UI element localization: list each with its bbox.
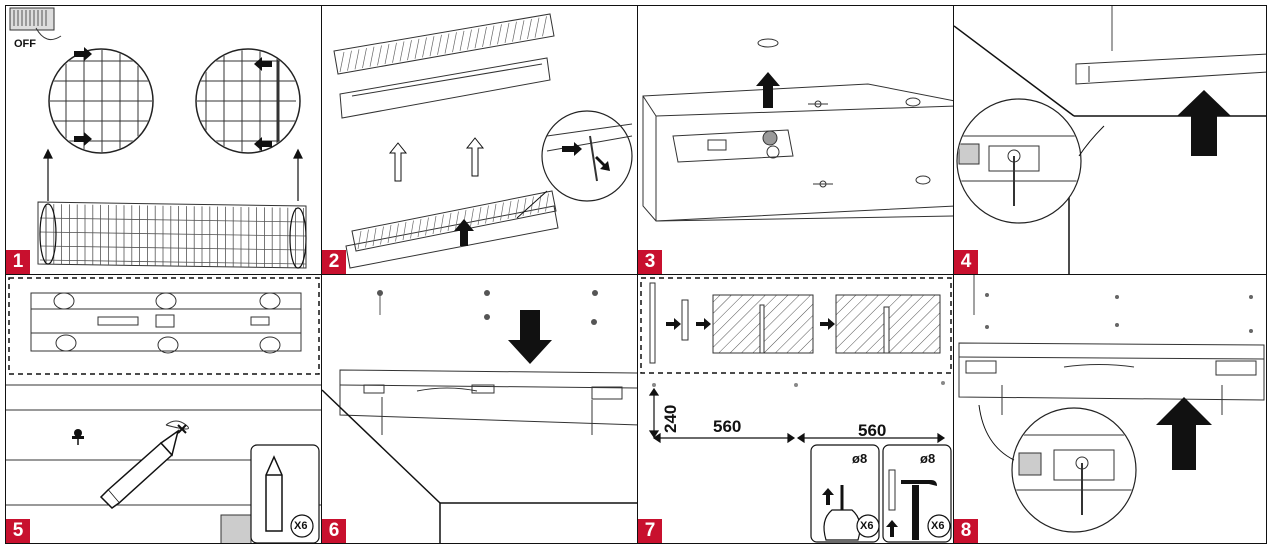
step-6-panel: 6 <box>321 274 638 544</box>
step-number-badge: 7 <box>638 519 662 543</box>
dimension-lines <box>648 387 946 444</box>
step-number-badge: 5 <box>6 519 30 543</box>
screw-detail-magnifier <box>978 404 1137 533</box>
step-3-illustration <box>642 38 953 222</box>
fixture-frame <box>339 57 551 119</box>
lift-arrow-icon <box>388 137 485 182</box>
step-5-panel: X6 5 <box>5 274 322 544</box>
screw-detail-magnifier <box>956 98 1105 224</box>
step-number-badge: 8 <box>954 519 978 543</box>
step-number-badge: 1 <box>6 250 30 274</box>
step-4-illustration <box>954 6 1266 274</box>
step-5-illustration <box>6 277 321 543</box>
step-7-panel: 240 560 560 ø8 X6 ø8 X6 7 <box>637 274 954 544</box>
width-dimension-label-left: 560 <box>713 417 742 436</box>
pencil-icon <box>99 429 180 509</box>
drill-box <box>810 444 880 543</box>
drill-size-label: ø8 <box>852 451 868 466</box>
mounting-plate <box>30 292 302 354</box>
step-1-panel: OFF 1 <box>5 5 322 275</box>
width-dimension-label-right: 560 <box>858 421 887 440</box>
clip-detail-magnifier <box>516 110 633 219</box>
breaker-switch-icon <box>9 7 62 41</box>
fixture-housing <box>642 83 953 222</box>
off-label: OFF <box>14 38 36 50</box>
sequence-arrow-icon <box>666 318 835 330</box>
step-number-badge: 4 <box>954 250 978 274</box>
step-number-badge: 6 <box>322 519 346 543</box>
lift-arrow-icon <box>756 72 780 108</box>
fixture-body <box>1075 53 1266 85</box>
pushpin-icon <box>72 429 84 445</box>
step-3-panel: 3 <box>637 5 954 275</box>
height-dimension-label: 240 <box>661 404 680 433</box>
lower-arrow-icon <box>508 310 552 364</box>
step-1-illustration <box>9 7 307 269</box>
hammer-box <box>882 444 952 543</box>
fixture-body <box>339 369 637 435</box>
connection-plate <box>672 129 794 163</box>
push-arrow-icon <box>454 219 474 246</box>
step-number-badge: 2 <box>322 250 346 274</box>
step-2-illustration <box>333 13 633 269</box>
step-8-panel: 8 <box>953 274 1267 544</box>
left-detail-magnifier <box>48 47 154 154</box>
drill-quantity-label: X6 <box>860 520 874 532</box>
plug-size-label: ø8 <box>920 451 936 466</box>
louvre-panel <box>333 13 555 75</box>
lift-arrow-icon <box>1156 397 1212 470</box>
right-detail-magnifier <box>195 48 301 154</box>
pencil-quantity-box <box>250 444 320 543</box>
step-number-badge: 3 <box>638 250 662 274</box>
step-4-panel: 4 <box>953 5 1267 275</box>
step-8-illustration <box>958 275 1265 533</box>
plug-quantity-label: X6 <box>931 520 945 532</box>
step-2-panel: 2 <box>321 5 638 275</box>
step-7-illustration <box>640 277 952 543</box>
lift-arrow-icon <box>1177 90 1231 156</box>
ceiling-hole <box>757 38 779 48</box>
step-6-illustration <box>322 290 637 543</box>
hammer-icon <box>901 480 937 540</box>
fixture-body <box>958 342 1265 415</box>
quantity-label: X6 <box>294 520 308 532</box>
